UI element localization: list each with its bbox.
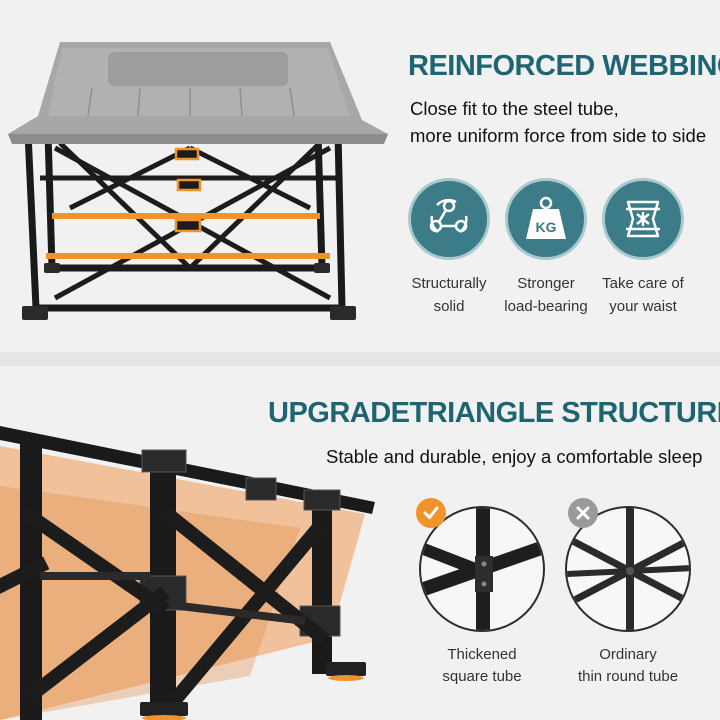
feature-take-care-of-waist: Take care of your waist (591, 178, 695, 318)
comparison-square-tube: Thickened square tube (412, 498, 552, 688)
cross-icon (568, 498, 598, 528)
round-tube-closeup (567, 508, 689, 630)
feature-stronger-load-bearing: KG Stronger load-bearing (494, 178, 598, 318)
feature-structurally-solid: Structurally solid (397, 178, 501, 318)
svg-text:KG: KG (536, 219, 557, 235)
molecule-icon (429, 198, 468, 233)
triangle-structure-panel: UPGRADETRIANGLE STRUCTURE Stable and dur… (0, 366, 720, 720)
check-icon (416, 498, 446, 528)
frame-closeup-image (0, 426, 375, 720)
page-title: REINFORCED WEBBING (408, 50, 720, 82)
square-tube-closeup (421, 508, 543, 630)
section-title: UPGRADETRIANGLE STRUCTURE (268, 397, 720, 429)
webbing-description: Close fit to the steel tube, more unifor… (410, 98, 707, 146)
waist-icon (626, 200, 660, 238)
structure-description: Stable and durable, enjoy a comfortable … (326, 446, 703, 467)
reinforced-webbing-panel: REINFORCED WEBBING Close fit to the stee… (0, 0, 720, 352)
cot-product-image (8, 42, 388, 320)
kg-weight-icon: KG (526, 196, 566, 239)
comparison-round-tube: Ordinary thin round tube (558, 498, 698, 688)
